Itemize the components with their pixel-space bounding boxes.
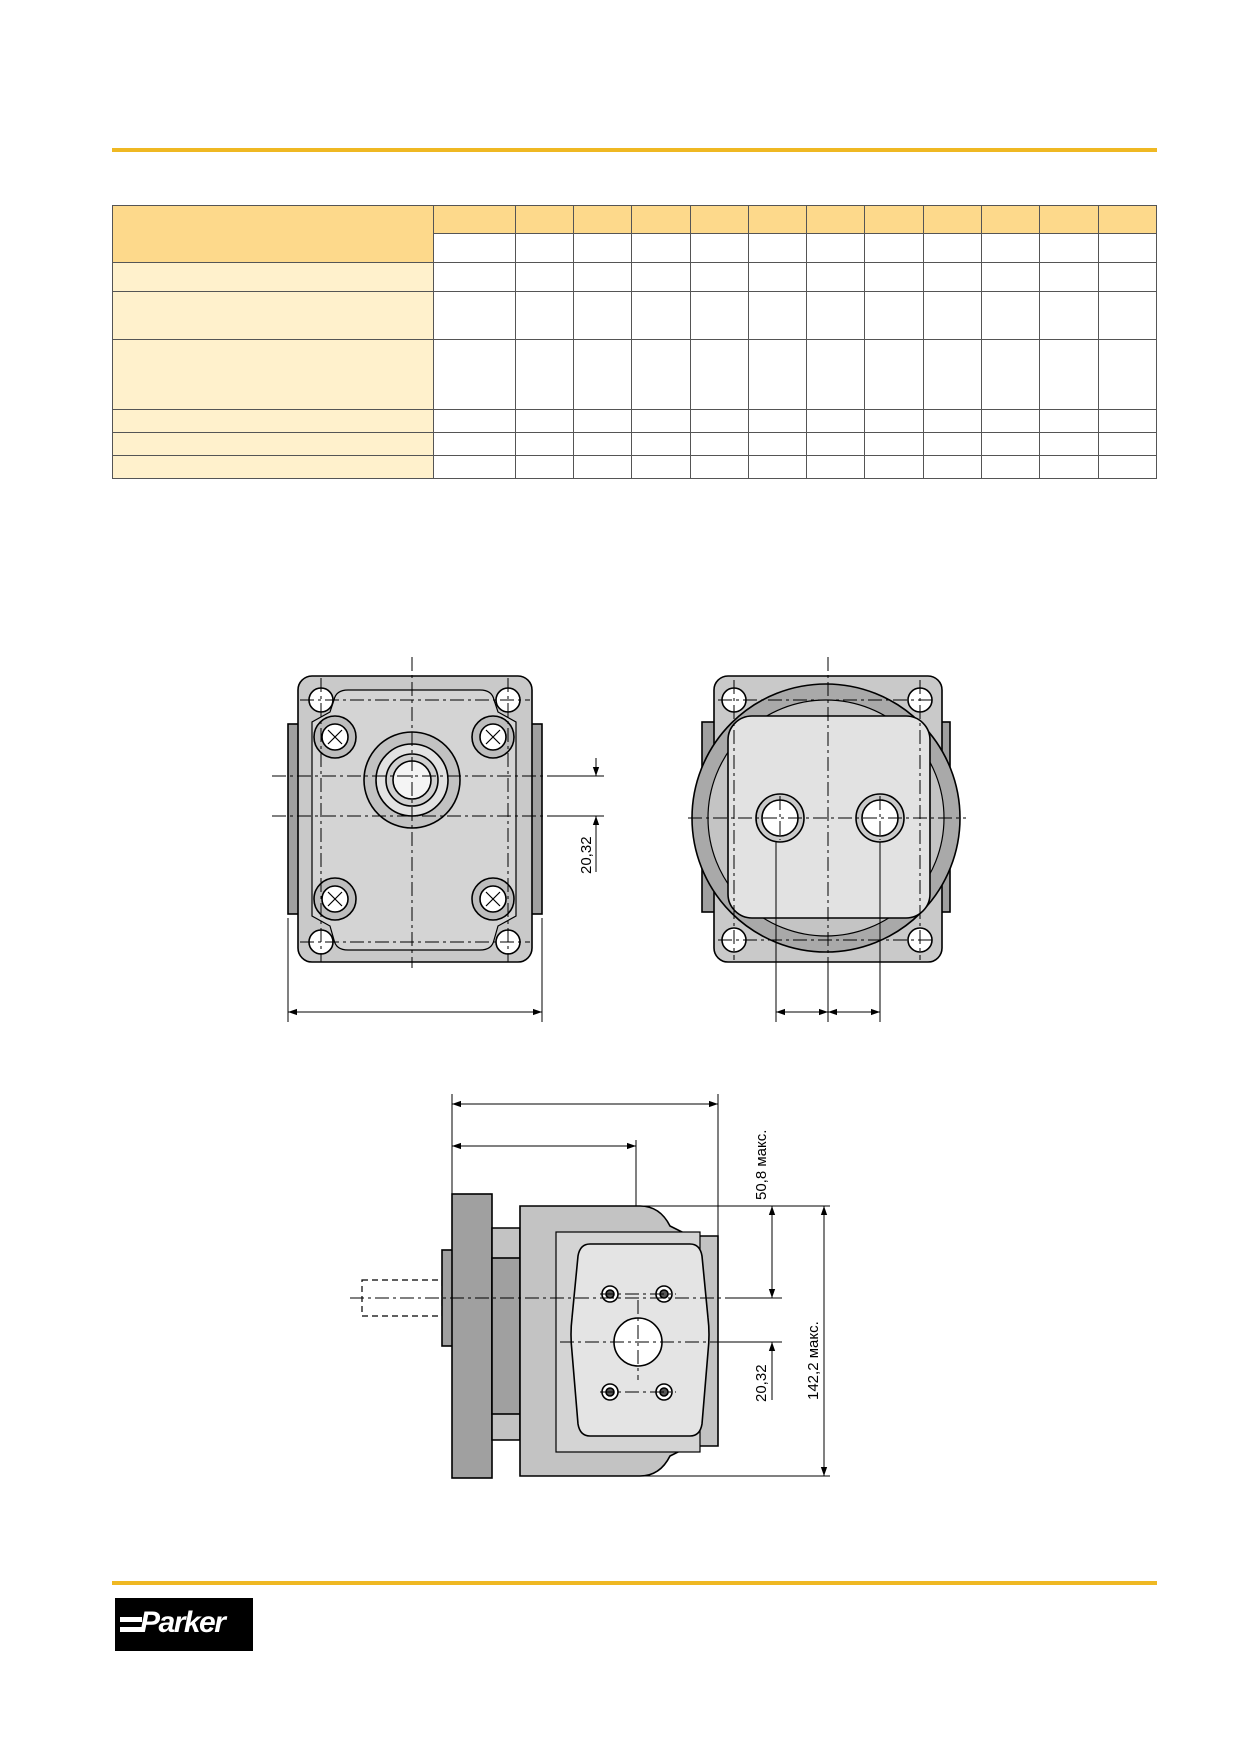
top-accent-rule [112, 148, 1157, 152]
rear-view-centerlines [688, 657, 966, 968]
front-view-drawing [287, 675, 543, 963]
spec-table [111, 205, 1158, 479]
side-top-dimension: 50,8 макс. [753, 1130, 770, 1200]
side-offset-dimension: 20,32 [753, 1364, 770, 1402]
table-row [111, 291, 1158, 340]
parker-logo-text: Parker [140, 1606, 226, 1639]
side-view-centerlines [350, 1293, 730, 1393]
logo-stripe [120, 1627, 142, 1632]
bottom-accent-rule [112, 1581, 1157, 1585]
side-view-drawing [361, 1193, 719, 1479]
front-offset-dimension: 20,32 [578, 836, 595, 874]
rear-view-dimensions [775, 842, 881, 1022]
table-header-label-cell [111, 205, 435, 263]
front-view-dimensions [287, 758, 604, 1022]
table-row [111, 205, 1158, 263]
parker-logo-icon: Parker [115, 1598, 253, 1651]
table-row [113, 233, 1158, 263]
front-view-centerlines [272, 657, 556, 968]
logo-stripe [120, 1617, 142, 1622]
side-view-dimensions [451, 1094, 830, 1477]
table-row [111, 339, 1158, 410]
side-height-dimension: 142,2 макс. [805, 1321, 822, 1400]
table-row [111, 455, 1158, 479]
